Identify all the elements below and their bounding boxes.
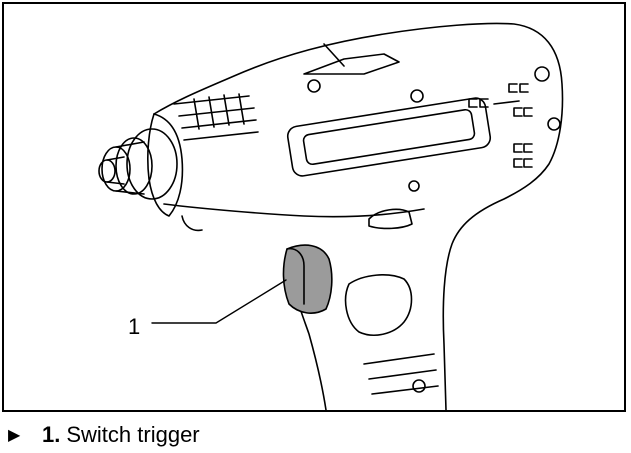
nose-cone <box>147 113 184 217</box>
screw-icon <box>410 89 424 103</box>
switch-trigger <box>282 244 333 314</box>
screw-icon <box>412 379 426 393</box>
side-window <box>286 97 492 177</box>
screw-icon <box>534 66 550 82</box>
callout-leader-line <box>151 279 287 324</box>
caption-item-number: 1. <box>42 422 61 447</box>
screw-icon <box>307 79 321 93</box>
callout-number-1: 1 <box>128 314 141 339</box>
figure-caption: ▶ 1. Switch trigger <box>8 421 200 449</box>
figure-frame: 1 <box>2 2 626 412</box>
right-triangle-bullet-icon: ▶ <box>8 427 21 444</box>
tool-body-outline <box>153 22 564 410</box>
impact-driver-illustration <box>98 22 564 410</box>
screw-icon <box>408 180 420 192</box>
screw-icon <box>547 117 561 131</box>
chuck-collar <box>126 128 178 200</box>
caption-item-label: Switch trigger <box>66 422 200 447</box>
